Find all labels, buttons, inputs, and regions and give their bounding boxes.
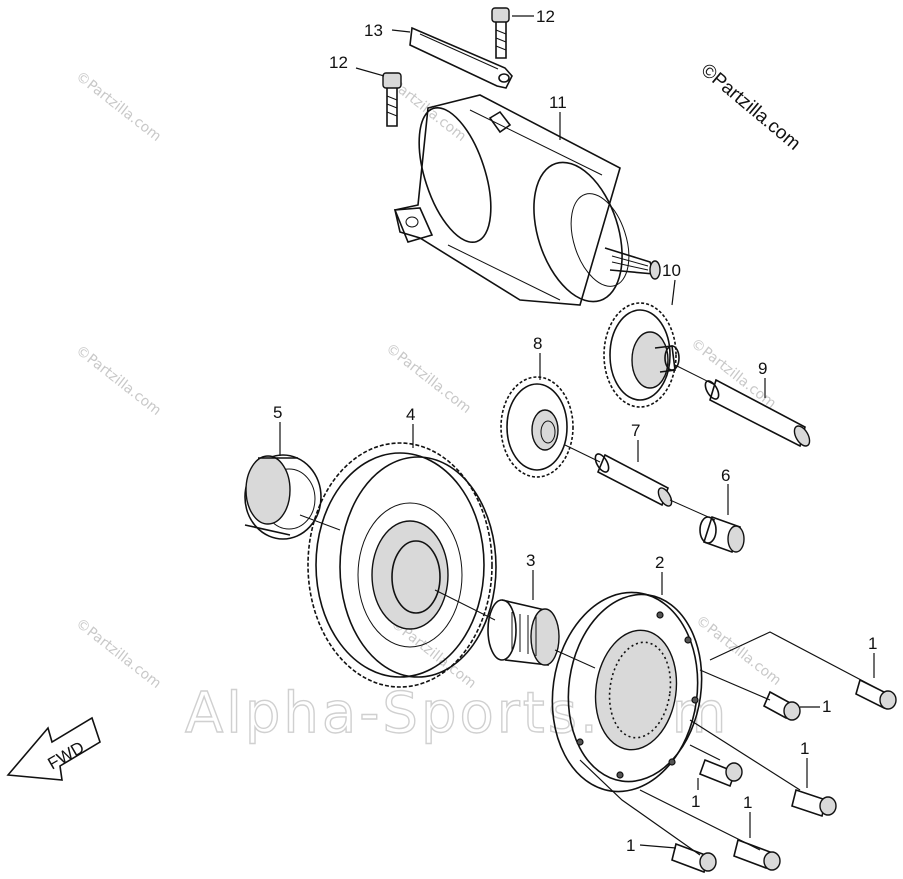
callouts: 13 12 12 11 10 9 8 7 6 5 4 3 2 1 1 1 1 [273, 7, 877, 855]
watermark: ©Partzilla.com [383, 341, 474, 417]
callout-11: 11 [549, 93, 567, 112]
callout-3: 3 [526, 551, 535, 570]
callout-1-b: 1 [822, 697, 831, 716]
copyright-label: ©Partzilla.com [697, 60, 805, 155]
part-5-bearing-ring [244, 454, 341, 540]
part-13-strap [409, 26, 513, 89]
part-10-gear [603, 302, 680, 408]
fwd-arrow: FWD [6, 716, 101, 781]
callout-1-e: 1 [743, 793, 752, 812]
watermark: ©Partzilla.com [73, 69, 164, 145]
part-8-gear [500, 376, 574, 478]
watermark: ©Partzilla.com [73, 616, 164, 692]
callout-13: 13 [364, 21, 383, 40]
fwd-label: FWD [45, 738, 88, 774]
watermark: ©Partzilla.com [73, 343, 164, 419]
watermark-group: ©Partzilla.com ©Partzilla.com ©Partzilla… [73, 69, 784, 747]
callout-1-f: 1 [626, 836, 635, 855]
callout-1-c: 1 [800, 739, 809, 758]
watermark: ©Partzilla.com [693, 613, 784, 689]
part-3-needle-bearing [487, 599, 596, 669]
callout-12-top: 12 [536, 7, 555, 26]
callout-1-d: 1 [691, 792, 700, 811]
part-2-clutch [551, 591, 703, 793]
part-11-starter-motor [393, 94, 661, 306]
callout-5: 5 [273, 403, 282, 422]
part-12-bolt-top [491, 7, 510, 59]
part-4-large-gear [307, 442, 497, 688]
callout-1-a: 1 [868, 634, 877, 653]
part-1-bolt-group [579, 631, 897, 874]
callout-6: 6 [721, 466, 730, 485]
part-6-collar [699, 515, 745, 554]
callout-10: 10 [662, 261, 681, 280]
callout-12-left: 12 [329, 53, 348, 72]
callout-4: 4 [406, 405, 415, 424]
callout-8: 8 [533, 334, 542, 353]
part-9-shaft [674, 364, 811, 448]
callout-9: 9 [758, 359, 767, 378]
part-12-bolt-left [382, 72, 402, 127]
callout-7: 7 [631, 421, 640, 440]
part-7-shaft [564, 444, 716, 521]
callout-2: 2 [655, 553, 664, 572]
